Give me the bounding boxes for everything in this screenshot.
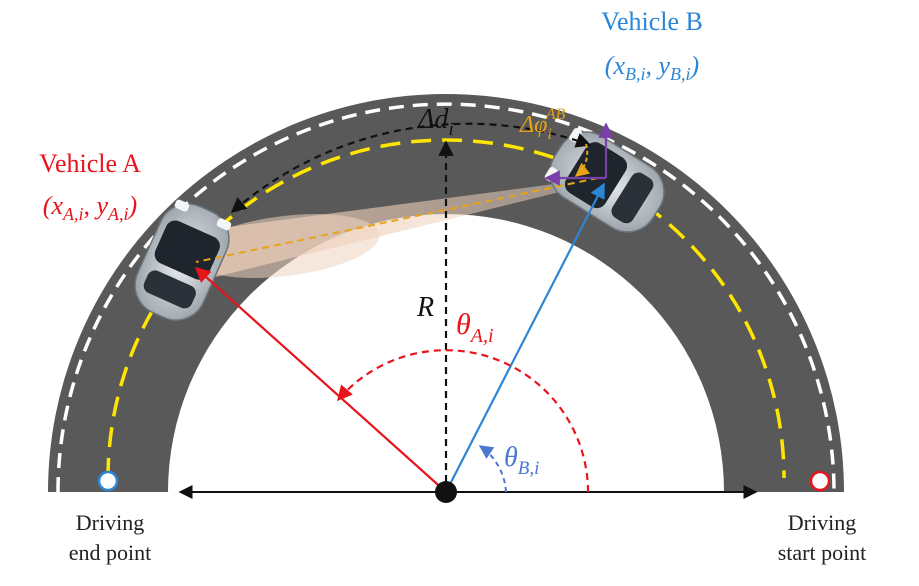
end-point-label-line1: Driving bbox=[76, 510, 144, 535]
relative-line bbox=[195, 177, 599, 263]
vehicle-b-title: Vehicle B bbox=[601, 7, 703, 36]
vehicle-a-coord: (xA,i, yA,i) bbox=[43, 191, 137, 224]
vehicle-b-coord: (xB,i, yB,i) bbox=[605, 51, 699, 84]
vehicle-a-car bbox=[134, 199, 232, 321]
start-point-label-line1: Driving bbox=[788, 510, 856, 535]
angle-arc-a bbox=[336, 349, 590, 493]
start-point-marker bbox=[809, 470, 831, 492]
delta-d-label: Δdi bbox=[417, 104, 454, 140]
vehicle-a-title: Vehicle A bbox=[39, 149, 141, 178]
radius-label: R bbox=[416, 292, 434, 323]
outer-lane-marking bbox=[56, 102, 836, 493]
arc-distance-arrow bbox=[230, 122, 592, 214]
theta-b-label: θB,i bbox=[504, 442, 539, 479]
delta-phi-arc bbox=[574, 143, 591, 177]
theta-a-label: θA,i bbox=[456, 308, 494, 347]
end-point-label-line2: end point bbox=[69, 540, 152, 565]
position-vector-b bbox=[445, 182, 605, 493]
position-vector-a bbox=[194, 266, 447, 493]
center-point bbox=[435, 481, 457, 503]
beam-blob bbox=[190, 214, 380, 278]
angle-arc-b bbox=[478, 445, 507, 493]
end-point-marker bbox=[97, 470, 119, 492]
delta-phi-label: ΔφiAB bbox=[519, 106, 566, 143]
start-point-label-line2: start point bbox=[778, 540, 867, 565]
